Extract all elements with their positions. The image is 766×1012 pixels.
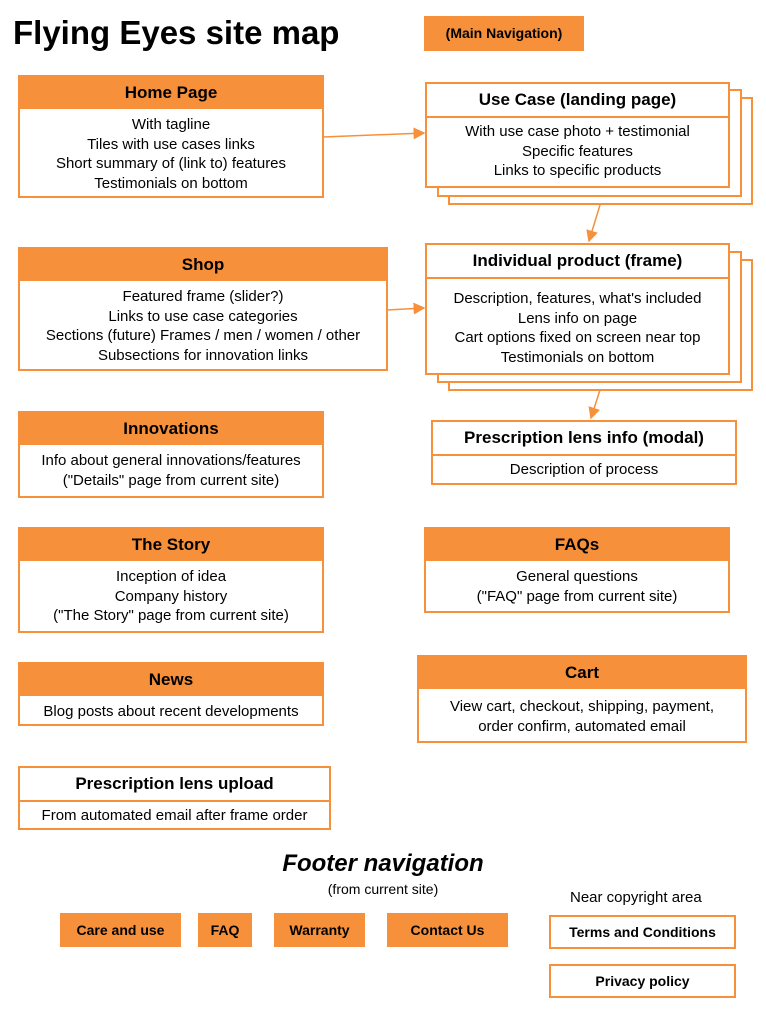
main-navigation-label: (Main Navigation) <box>424 16 584 51</box>
prescription-upload-line-1: From automated email after frame order <box>41 807 308 824</box>
story-title: The Story <box>20 529 322 563</box>
story-line-3: ("The Story" page from current site) <box>53 607 289 624</box>
arrow-usecase-to-product <box>586 204 601 243</box>
faqs-line-2: ("FAQ" page from current site) <box>476 587 678 605</box>
footer-link-care-and-use: Care and use <box>60 913 181 947</box>
story-line-1: Inception of idea <box>115 568 227 585</box>
shop-line-1: Featured frame (slider?) <box>122 288 284 305</box>
near-copyright-label: Near copyright area <box>570 889 702 906</box>
cart-box: Cart View cart, checkout, shipping, paym… <box>417 655 747 743</box>
story-box: The Story Inception of idea Company hist… <box>18 527 324 633</box>
product-line-1: Description, features, what's included <box>453 290 702 307</box>
faqs-title: FAQs <box>426 529 728 563</box>
product-line-4: Testimonials on bottom <box>500 348 655 366</box>
usecase-title: Use Case (landing page) <box>427 84 728 118</box>
arrow-product-to-rxinfo <box>588 389 601 420</box>
arrow-home-to-usecase <box>322 127 426 140</box>
home-page-title: Home Page <box>20 77 322 111</box>
shop-box: Shop Featured frame (slider?) Links to u… <box>18 247 388 371</box>
prescription-info-title: Prescription lens info (modal) <box>433 422 735 456</box>
footer-link-privacy-policy: Privacy policy <box>549 964 736 998</box>
product-line-3: Cart options fixed on screen near top <box>454 329 701 346</box>
shop-line-2: Links to use case categories <box>108 307 298 325</box>
news-line-1: Blog posts about recent developments <box>43 703 299 720</box>
innovations-line-1: Info about general innovations/features <box>41 452 301 469</box>
usecase-line-2: Specific features <box>522 142 633 160</box>
home-line-1: With tagline <box>131 116 211 133</box>
prescription-upload-title: Prescription lens upload <box>20 768 329 802</box>
story-line-2: Company history <box>114 587 228 605</box>
innovations-title: Innovations <box>20 413 322 447</box>
prescription-upload-box: Prescription lens upload From automated … <box>18 766 331 830</box>
arrow-shop-to-product <box>386 302 426 315</box>
cart-line-2: order confirm, automated email <box>478 717 686 735</box>
footer-navigation-title: Footer navigation <box>282 850 484 877</box>
home-line-3: Short summary of (link to) features <box>55 155 287 172</box>
usecase-line-1: With use case photo + testimonial <box>465 123 690 140</box>
usecase-box: Use Case (landing page) With use case ph… <box>425 82 730 188</box>
innovations-box: Innovations Info about general innovatio… <box>18 411 324 498</box>
prescription-info-box: Prescription lens info (modal) Descripti… <box>431 420 737 485</box>
product-line-2: Lens info on page <box>517 309 638 327</box>
footer-link-warranty: Warranty <box>274 913 365 947</box>
cart-title: Cart <box>419 657 745 691</box>
faqs-box: FAQs General questions ("FAQ" page from … <box>424 527 730 613</box>
footer-link-contact-us: Contact Us <box>387 913 508 947</box>
innovations-line-2: ("Details" page from current site) <box>62 471 280 489</box>
usecase-line-3: Links to specific products <box>493 162 662 179</box>
home-line-4: Testimonials on bottom <box>94 174 248 192</box>
page-title: Flying Eyes site map <box>13 14 340 51</box>
product-title: Individual product (frame) <box>427 245 728 279</box>
home-line-2: Tiles with use cases links <box>87 135 255 153</box>
shop-title: Shop <box>20 249 386 283</box>
footer-link-faq: FAQ <box>198 913 252 947</box>
shop-line-3: Sections (future) Frames / men / women /… <box>45 327 361 344</box>
shop-line-4: Subsections for innovation links <box>97 346 309 364</box>
prescription-info-line-1: Description of process <box>509 461 659 478</box>
footer-navigation-subtitle: (from current site) <box>327 881 439 897</box>
news-box: News Blog posts about recent development… <box>18 662 324 726</box>
faqs-line-1: General questions <box>516 568 638 585</box>
product-box: Individual product (frame) Description, … <box>425 243 730 375</box>
home-page-box: Home Page With tagline Tiles with use ca… <box>18 75 324 198</box>
cart-line-1: View cart, checkout, shipping, payment, <box>449 698 715 715</box>
footer-link-terms-and-conditions: Terms and Conditions <box>549 915 736 949</box>
news-title: News <box>20 664 322 698</box>
